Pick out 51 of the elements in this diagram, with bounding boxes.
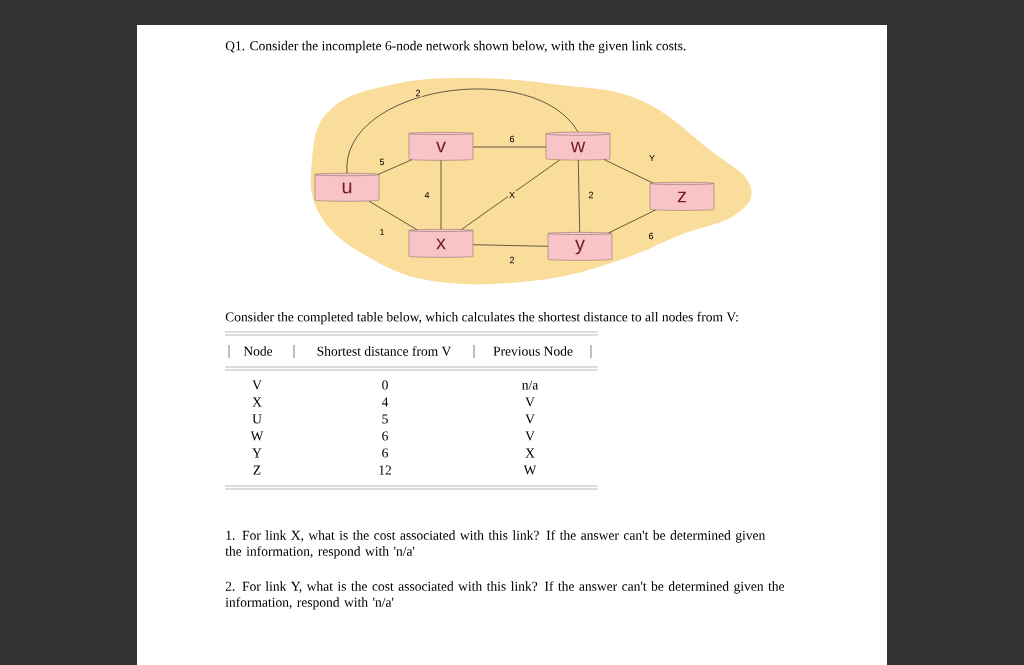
router-node: v: [408, 132, 474, 161]
table-cell: W: [250, 431, 264, 441]
table-cell: V: [525, 431, 535, 441]
edge-label: 5: [378, 157, 386, 167]
table-intro: Consider the completed table below, which calculates the shortest distance to all nodes from V:: [225, 311, 738, 325]
table-cell: 6: [382, 448, 388, 458]
question-text: 2. For link Y, what is the cost associated with this link? If the answer can't be determined given the information, respond with 'n/a': [225, 581, 785, 610]
edge-label: Y: [648, 153, 656, 163]
link-line: [472, 244, 549, 247]
edge-label: 2: [508, 255, 516, 265]
edge-label: 4: [423, 190, 431, 200]
table-cell: n/a: [522, 380, 539, 390]
table-cell: X: [525, 448, 535, 458]
table-cell: 5: [382, 414, 388, 424]
table-cell: V: [525, 414, 535, 424]
table-cell: U: [252, 414, 262, 424]
link-line: [608, 209, 656, 234]
edge-label: X: [508, 190, 516, 200]
table-cell: Y: [252, 448, 262, 458]
table-header: Previous Node: [493, 346, 573, 356]
edge-label: 6: [647, 231, 655, 241]
link-line: [368, 200, 418, 230]
link-line: [578, 160, 580, 233]
edge-label: 2: [414, 88, 422, 98]
table-cell: 6: [382, 431, 388, 441]
table-cell: W: [523, 465, 537, 475]
link-line: [378, 159, 412, 175]
edge-label: 2: [587, 190, 595, 200]
router-node: u: [314, 173, 380, 202]
link-line: [346, 88, 579, 174]
router-node: y: [547, 232, 613, 261]
link-line: [461, 159, 560, 230]
table-cell: 12: [379, 465, 391, 475]
router-node: x: [408, 229, 474, 258]
table-cell: 0: [382, 380, 388, 390]
table-cell: 4: [381, 397, 389, 407]
table-header: Shortest distance from V: [317, 346, 452, 356]
edge-label: 1: [378, 227, 386, 237]
question-text: 1. For link X, what is the cost associated with this link? If the answer can't be determined given the information, respond with 'n/a': [225, 530, 766, 559]
table-cell: V: [525, 397, 535, 407]
link-line: [603, 159, 653, 184]
router-node: w: [545, 131, 611, 161]
link-line: [472, 146, 547, 148]
question-title: Q1. Consider the incomplete 6-node network shown below, with the given link costs.: [225, 40, 686, 54]
table-cell: Z: [253, 465, 261, 475]
table-cell: V: [252, 380, 262, 390]
edge-label: 6: [508, 134, 516, 144]
table-header: Node: [243, 346, 273, 356]
router-node: z: [649, 182, 715, 211]
table-cell: X: [252, 397, 262, 407]
link-line: [440, 160, 442, 230]
